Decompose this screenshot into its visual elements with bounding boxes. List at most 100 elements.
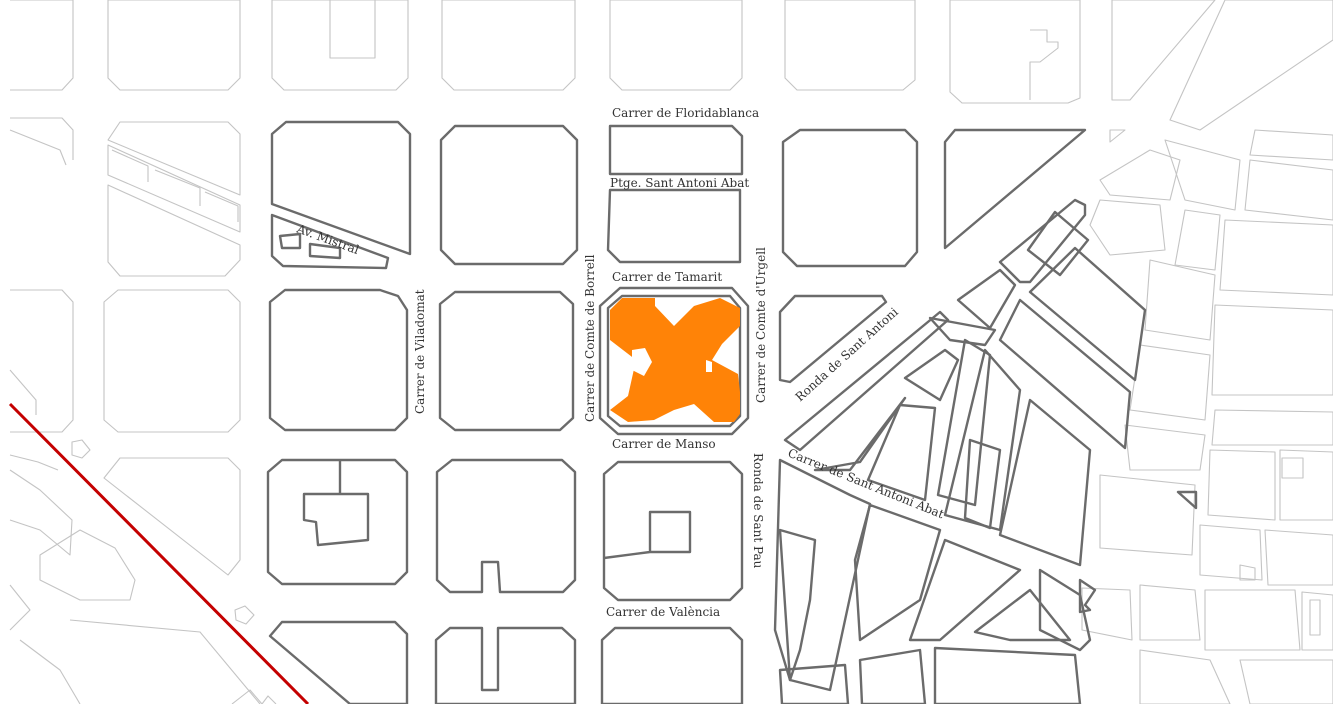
city-block <box>268 620 409 704</box>
city-block <box>1279 449 1333 521</box>
city-block <box>1129 344 1211 421</box>
city-block <box>434 626 577 704</box>
city-block <box>1139 649 1231 704</box>
street-label-manso: Carrer de Manso <box>612 437 716 451</box>
city-block <box>783 310 950 452</box>
street-label-ronda-sant-pau: Ronda de Sant Pau <box>751 453 765 569</box>
city-block <box>1099 474 1196 556</box>
city-block <box>908 538 1022 642</box>
city-block <box>435 458 577 594</box>
city-block <box>598 286 750 436</box>
city-block <box>602 460 744 602</box>
city-block <box>10 289 74 433</box>
city-block <box>103 289 241 433</box>
city-block <box>231 689 263 704</box>
city-block <box>9 454 59 471</box>
city-block <box>270 120 412 256</box>
city-block <box>10 0 74 91</box>
city-block <box>603 510 692 560</box>
city-block <box>71 439 91 459</box>
city-block <box>1211 304 1333 396</box>
street-label-floridablanca: Carrer de Floridablanca <box>612 106 759 120</box>
city-block <box>1026 210 1090 277</box>
city-block <box>1144 259 1216 341</box>
city-block <box>998 198 1087 284</box>
city-block <box>606 294 742 428</box>
city-block <box>1028 246 1147 382</box>
city-block <box>1124 424 1206 471</box>
city-block <box>973 588 1072 642</box>
city-block <box>1219 219 1333 296</box>
city-block <box>107 121 241 196</box>
street-label-mistral: Av. Mistral <box>294 221 361 257</box>
city-block <box>1174 209 1221 271</box>
city-block <box>781 128 919 268</box>
street-label-comte-urgell: Carrer de Comte d'Urgell <box>754 247 768 403</box>
city-block <box>1081 587 1133 641</box>
city-block <box>268 288 409 432</box>
city-block <box>784 0 916 91</box>
city-block <box>778 528 817 682</box>
city-block <box>1204 589 1301 651</box>
city-block <box>1169 0 1333 131</box>
street-labels: Carrer de Floridablanca Ptge. Sant Anton… <box>294 106 946 619</box>
city-block <box>1099 149 1181 201</box>
city-block <box>1239 564 1256 581</box>
street-label-comte-borrell: Carrer de Comte de Borrell <box>583 254 597 422</box>
city-block <box>441 0 576 91</box>
market-courtyard <box>632 348 652 376</box>
city-block <box>271 0 409 91</box>
city-block <box>956 268 1017 330</box>
city-block <box>1244 159 1333 221</box>
city-block <box>1301 591 1333 651</box>
city-block <box>9 469 73 556</box>
city-block <box>1164 139 1241 211</box>
city-block <box>39 529 136 601</box>
city-block <box>1139 584 1201 641</box>
city-block <box>773 458 872 692</box>
city-block <box>936 338 992 507</box>
city-block <box>154 169 201 206</box>
city-block <box>903 348 960 402</box>
city-block <box>1239 659 1333 704</box>
city-block <box>1109 129 1126 143</box>
street-label-tamarit: Carrer de Tamarit <box>612 270 722 284</box>
market-courtyard <box>706 360 712 372</box>
city-block <box>858 648 927 704</box>
city-block <box>1249 129 1333 161</box>
city-block <box>266 458 409 586</box>
city-block <box>103 457 241 576</box>
city-block <box>606 188 742 264</box>
city-block <box>778 294 888 384</box>
city-block <box>1199 524 1263 581</box>
city-block <box>933 646 1082 704</box>
city-block <box>107 0 241 91</box>
city-block <box>439 124 579 266</box>
city-block <box>261 695 277 704</box>
city-block <box>866 403 937 502</box>
city-block <box>9 129 67 166</box>
street-label-viladomat: Carrer de Viladomat <box>413 289 427 414</box>
street-label-ptge-sant-antoni-abat: Ptge. Sant Antoni Abat <box>610 176 749 190</box>
city-block <box>107 184 241 277</box>
city-block <box>1078 578 1097 614</box>
city-block <box>1029 29 1059 100</box>
city-block <box>1038 568 1092 652</box>
city-block <box>9 369 37 415</box>
city-block <box>19 639 81 704</box>
street-label-valencia: Carrer de València <box>606 605 720 619</box>
city-block <box>600 626 744 704</box>
city-block <box>943 128 1087 250</box>
highlighted-market[interactable] <box>610 298 740 422</box>
city-block <box>10 117 74 160</box>
city-block <box>1309 599 1321 636</box>
background-blocks <box>9 0 1333 704</box>
city-block <box>963 438 1002 530</box>
foreground-blocks <box>266 120 1198 704</box>
city-block <box>1264 529 1333 586</box>
city-block <box>1281 457 1304 479</box>
city-block <box>608 124 744 176</box>
city-block <box>998 398 1092 567</box>
